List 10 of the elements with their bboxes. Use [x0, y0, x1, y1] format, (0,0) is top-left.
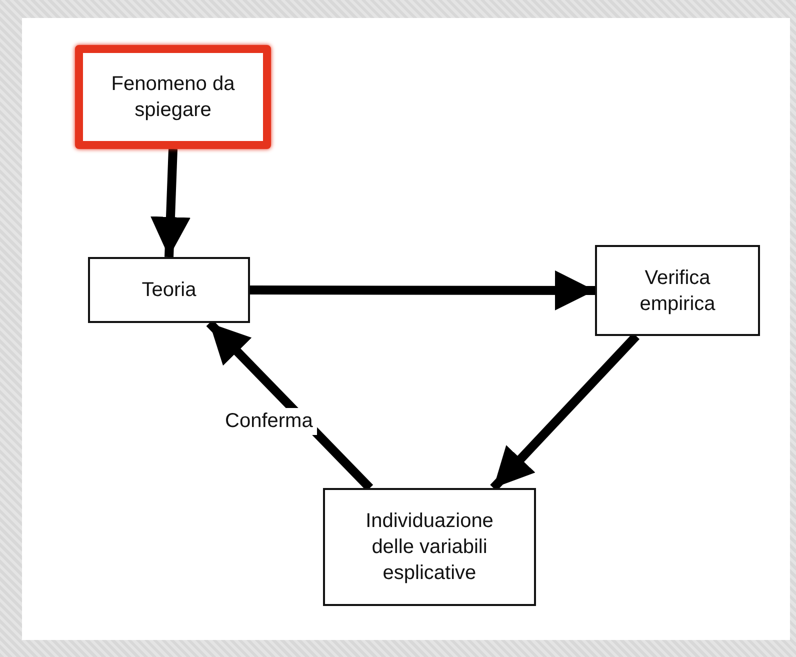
- process-box: [88, 257, 250, 323]
- highlighted-box: [75, 45, 271, 149]
- arrow: [250, 270, 595, 310]
- node-text: Teoria: [142, 278, 196, 303]
- node-text: Individuazione delle variabili esplicative: [364, 509, 494, 586]
- node-text: Verifica empirica: [638, 266, 716, 316]
- process-box: [595, 245, 760, 336]
- process-box: [323, 488, 536, 606]
- arrow: [150, 148, 190, 258]
- node-text: Fenomeno da spiegare: [110, 72, 236, 123]
